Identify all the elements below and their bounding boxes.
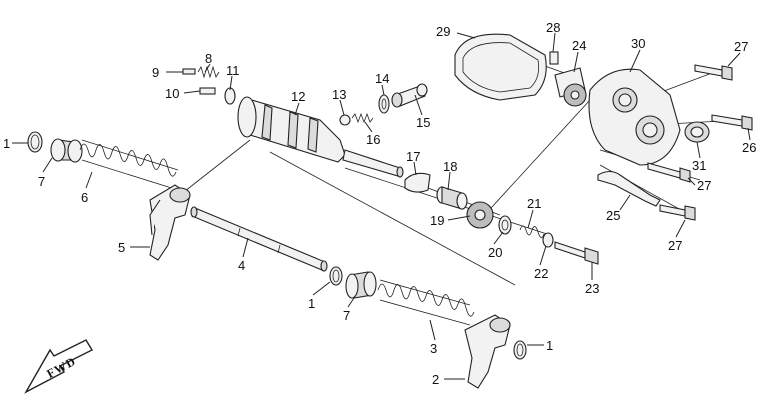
part-18-bushing	[436, 186, 468, 210]
part-19-gear	[466, 201, 494, 229]
callout-27-top: 27	[734, 39, 748, 54]
callout-31: 31	[692, 158, 706, 173]
part-3-spring-middle	[377, 279, 475, 326]
callout-28: 28	[546, 20, 560, 35]
part-4-fork-shaft	[190, 206, 328, 272]
callout-25: 25	[606, 208, 620, 223]
part-30-cover	[588, 68, 681, 166]
callout-8: 8	[205, 51, 212, 66]
callout-1: 1	[3, 136, 10, 151]
part-8-spring-small	[197, 65, 220, 79]
callout-27-bottom: 27	[668, 238, 682, 253]
part-20-washer	[498, 215, 512, 235]
callout-19: 19	[430, 213, 444, 228]
callout-15: 15	[416, 115, 430, 130]
callout-9: 9	[152, 65, 159, 80]
callout-7-middle: 7	[343, 308, 350, 323]
part-16-spring	[351, 112, 374, 124]
callout-21: 21	[527, 196, 541, 211]
callout-18: 18	[443, 159, 457, 174]
callout-29: 29	[436, 24, 450, 39]
part-6-spring-left	[79, 139, 179, 191]
part-1-circlip-right	[513, 340, 527, 360]
part-9-pin	[182, 68, 196, 75]
callout-24: 24	[572, 38, 586, 53]
callout-16: 16	[366, 132, 380, 147]
callout-7: 7	[38, 174, 45, 189]
part-11-washer	[224, 87, 236, 105]
part-27-bolt-bottom	[659, 204, 696, 221]
callout-26: 26	[742, 140, 756, 155]
callout-1-middle: 1	[308, 296, 315, 311]
callout-22: 22	[534, 266, 548, 281]
part-24-gear-shaft	[554, 67, 587, 107]
part-13-ball	[339, 114, 351, 126]
callout-27-middle: 27	[697, 178, 711, 193]
part-1-circlip-left	[27, 131, 43, 153]
part-27-bolt-middle	[647, 162, 691, 183]
callout-12: 12	[291, 89, 305, 104]
part-2-shift-fork-right	[464, 314, 511, 389]
callout-13: 13	[332, 87, 346, 102]
part-14-oring	[378, 94, 390, 114]
part-5-shift-fork-left	[149, 184, 191, 261]
part-12-shift-drum	[237, 96, 404, 178]
callout-1-right: 1	[546, 338, 553, 353]
fwd-arrow: FWD	[24, 339, 93, 394]
part-7-bearing-left	[50, 138, 83, 163]
callout-30: 30	[631, 36, 645, 51]
part-15-bolt-housing	[391, 83, 428, 108]
callout-14: 14	[375, 71, 389, 86]
callout-2: 2	[432, 372, 439, 387]
part-27-bolt-top	[694, 64, 733, 81]
leader-lines	[12, 32, 751, 380]
callout-20: 20	[488, 245, 502, 260]
callout-10: 10	[165, 86, 179, 101]
part-22-washer	[542, 232, 554, 248]
callout-3: 3	[430, 341, 437, 356]
part-10-pin	[199, 87, 216, 95]
callout-23: 23	[585, 281, 599, 296]
callout-5: 5	[118, 240, 125, 255]
part-7-bearing-middle	[345, 271, 377, 299]
part-31-seal	[684, 121, 710, 143]
callout-6: 6	[81, 190, 88, 205]
part-29-gasket	[454, 33, 547, 101]
part-1-circlip-middle	[329, 266, 343, 286]
part-26-bolt	[711, 114, 753, 131]
part-25-pipe	[597, 170, 661, 207]
callout-4: 4	[238, 258, 245, 273]
part-23-bolt	[554, 241, 599, 265]
callout-numbers: 1 7 6 5 4 1 7 3 2 1 9 8 10 11 12 13 14 1…	[3, 20, 756, 387]
part-28-dowel	[549, 51, 559, 65]
part-17-cam-plate	[404, 172, 431, 193]
callout-17: 17	[406, 149, 420, 164]
part-21-spring	[519, 225, 545, 238]
callout-11: 11	[226, 63, 240, 78]
